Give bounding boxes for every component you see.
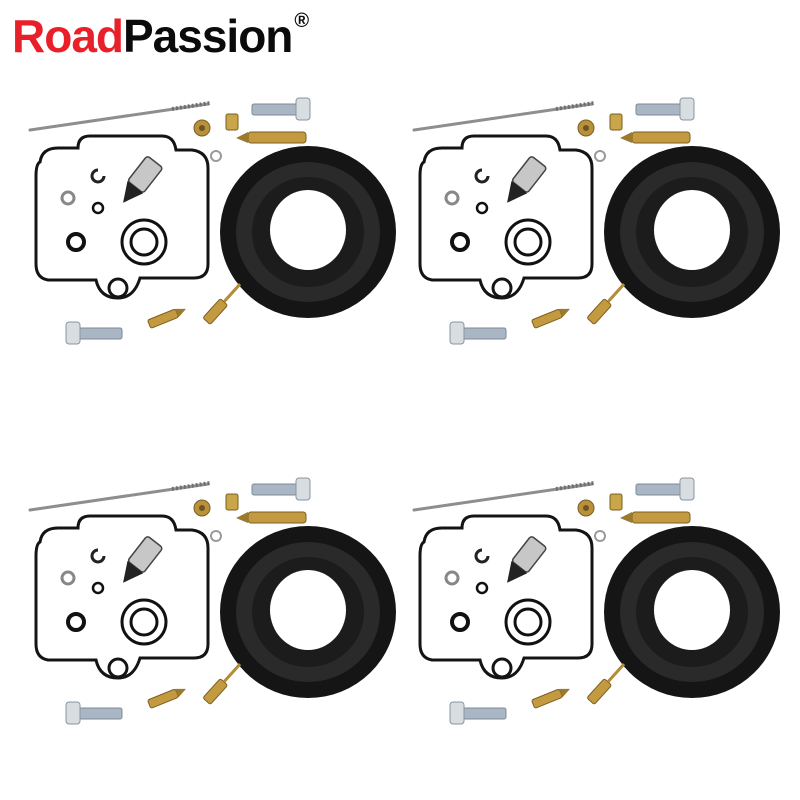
float-valve	[507, 156, 547, 203]
brass-jet	[193, 499, 211, 517]
idle-mixture-screw	[236, 131, 307, 144]
large-o-ring	[504, 598, 552, 646]
e-clip	[90, 168, 106, 184]
carburetor-kit	[22, 472, 402, 732]
carburetor-diaphragm	[220, 526, 396, 698]
small-o-ring	[450, 612, 470, 632]
steel-screw	[449, 321, 507, 345]
small-o-ring	[475, 581, 489, 595]
brand-logo-passion: Passion	[123, 10, 293, 62]
steel-screw	[635, 477, 695, 501]
steel-screw	[635, 97, 695, 121]
float-valve	[123, 536, 163, 583]
float-valve	[123, 156, 163, 203]
small-washer	[210, 530, 222, 542]
small-o-ring	[475, 201, 489, 215]
small-washer	[594, 530, 606, 542]
carburetor-kit	[406, 472, 786, 732]
steel-screw	[251, 97, 311, 121]
carburetor-kit	[406, 92, 786, 352]
brass-jet	[193, 119, 211, 137]
large-o-ring	[504, 218, 552, 266]
brass-needle-jet	[587, 283, 626, 325]
large-o-ring	[129, 227, 159, 257]
brass-jet	[531, 688, 571, 709]
carburetor-diaphragm	[604, 526, 780, 698]
e-clip	[474, 548, 490, 564]
e-clip	[90, 548, 106, 564]
needle-pin	[412, 481, 595, 512]
brass-jet	[531, 308, 571, 329]
large-o-ring	[129, 607, 159, 637]
float-valve	[507, 536, 547, 583]
float-bowl-gasket	[418, 514, 594, 680]
brass-jet	[609, 113, 623, 131]
carburetor-diaphragm	[604, 146, 780, 318]
small-washer	[594, 150, 606, 162]
idle-mixture-screw	[620, 511, 691, 524]
idle-mixture-screw	[236, 511, 307, 524]
large-o-ring	[513, 607, 543, 637]
brand-logo-road: Road	[12, 10, 124, 62]
small-o-ring	[60, 190, 76, 206]
brass-jet	[147, 688, 187, 709]
large-o-ring	[513, 227, 543, 257]
brass-jet	[225, 113, 239, 131]
small-o-ring	[66, 612, 86, 632]
small-o-ring	[91, 201, 105, 215]
float-bowl-gasket	[34, 514, 210, 680]
brass-jet	[147, 308, 187, 329]
brass-needle-jet	[203, 283, 242, 325]
brass-needle-jet	[203, 663, 242, 705]
steel-screw	[65, 701, 123, 725]
e-clip	[474, 168, 490, 184]
needle-pin	[412, 101, 595, 132]
carburetor-kit	[22, 92, 402, 352]
brass-jet	[225, 493, 239, 511]
steel-screw	[449, 701, 507, 725]
small-o-ring	[60, 570, 76, 586]
large-o-ring	[120, 598, 168, 646]
steel-screw	[251, 477, 311, 501]
brass-jet	[577, 499, 595, 517]
brass-jet	[577, 119, 595, 137]
large-o-ring	[120, 218, 168, 266]
needle-pin	[28, 481, 211, 512]
brand-logo: Road Passion ®	[12, 6, 309, 66]
small-o-ring	[91, 581, 105, 595]
small-o-ring	[450, 232, 470, 252]
brass-needle-jet	[587, 663, 626, 705]
small-washer	[210, 150, 222, 162]
small-o-ring	[444, 190, 460, 206]
brass-jet	[609, 493, 623, 511]
float-bowl-gasket	[34, 134, 210, 300]
small-o-ring	[66, 232, 86, 252]
carburetor-diaphragm	[220, 146, 396, 318]
idle-mixture-screw	[620, 131, 691, 144]
registered-mark: ®	[294, 10, 309, 32]
float-bowl-gasket	[418, 134, 594, 300]
small-o-ring	[444, 570, 460, 586]
steel-screw	[65, 321, 123, 345]
needle-pin	[28, 101, 211, 132]
